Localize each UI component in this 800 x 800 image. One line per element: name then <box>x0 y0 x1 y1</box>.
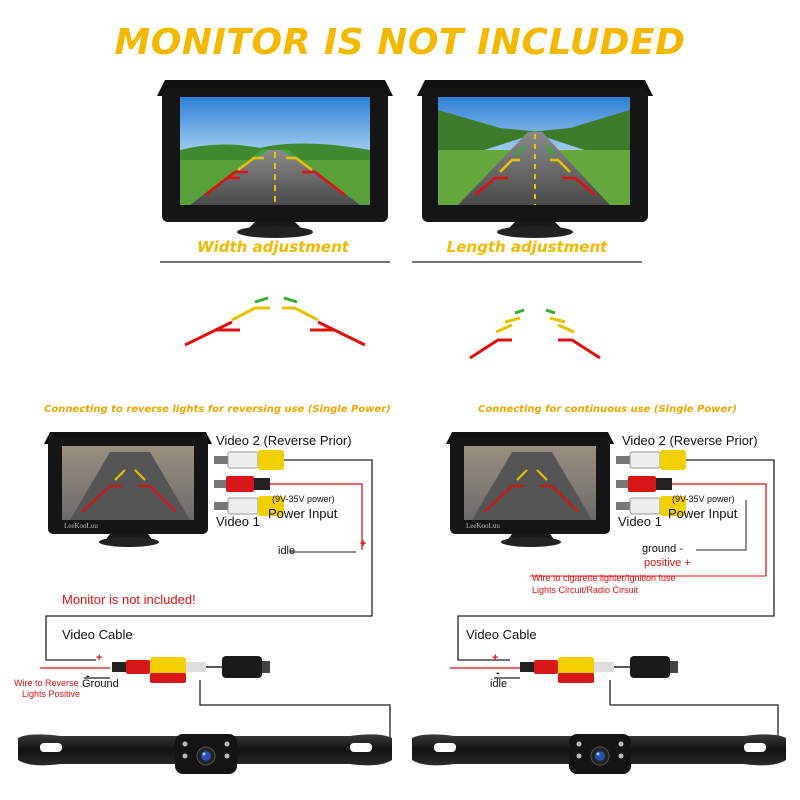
left-monitor-brand: LeeKooLuu <box>64 522 98 530</box>
left-idle-label: idle <box>278 545 296 557</box>
right-wire-plus: + <box>492 652 499 664</box>
right-monitor-brand: LeeKooLuu <box>466 522 500 530</box>
left-power-spec: (9V-35V power) <box>272 494 335 504</box>
left-section-title: Connecting to reverse lights for reversi… <box>44 404 391 415</box>
right-section-title: Connecting for continuous use (Single Po… <box>478 404 737 415</box>
headline: MONITOR IS NOT INCLUDED <box>114 22 686 63</box>
left-wire-label-line2: Lights Positive <box>22 689 81 699</box>
monitor-width-adjustment <box>157 80 393 238</box>
right-idle-label: idle <box>490 678 508 690</box>
caption-length-adjustment: Length adjustment <box>446 238 608 256</box>
right-power-input-label: Power Input <box>668 506 738 521</box>
left-video-cable-label: Video Cable <box>62 627 133 642</box>
right-video-cable-label: Video Cable <box>466 627 537 642</box>
right-positive-label: positive + <box>644 557 691 569</box>
caption-width-adjustment: Width adjustment <box>197 238 349 256</box>
length-guide-lines <box>469 308 601 360</box>
left-video1-label: Video 1 <box>216 514 260 529</box>
left-plus-sign: + <box>360 538 367 550</box>
left-wire-minus: - <box>86 670 90 682</box>
monitor-not-included-note: Monitor is not included! <box>62 592 196 607</box>
left-wire-plus: + <box>96 652 103 664</box>
left-wire-label-line1: Wire to Reverse <box>14 678 79 688</box>
right-video1-label: Video 1 <box>618 514 662 529</box>
right-video2-label: Video 2 (Reverse Prior) <box>622 433 758 448</box>
monitor-length-adjustment <box>417 80 653 238</box>
left-power-input-label: Power Input <box>268 506 338 521</box>
right-wiring-diagram <box>412 432 786 774</box>
right-ground-label: ground - <box>642 543 683 555</box>
left-video2-label: Video 2 (Reverse Prior) <box>216 433 352 448</box>
right-power-spec: (9V-35V power) <box>672 494 735 504</box>
right-wire-label-line1: Wire to cigarette lighter/Ignition fuse <box>532 573 676 583</box>
left-wiring-diagram <box>18 432 392 774</box>
left-ground-label: Ground <box>82 678 119 690</box>
right-wire-minus: - <box>496 667 500 679</box>
right-wire-label-line2: Lights Circuit/Radio Cirsuit <box>532 585 639 595</box>
width-guide-lines <box>184 296 366 347</box>
